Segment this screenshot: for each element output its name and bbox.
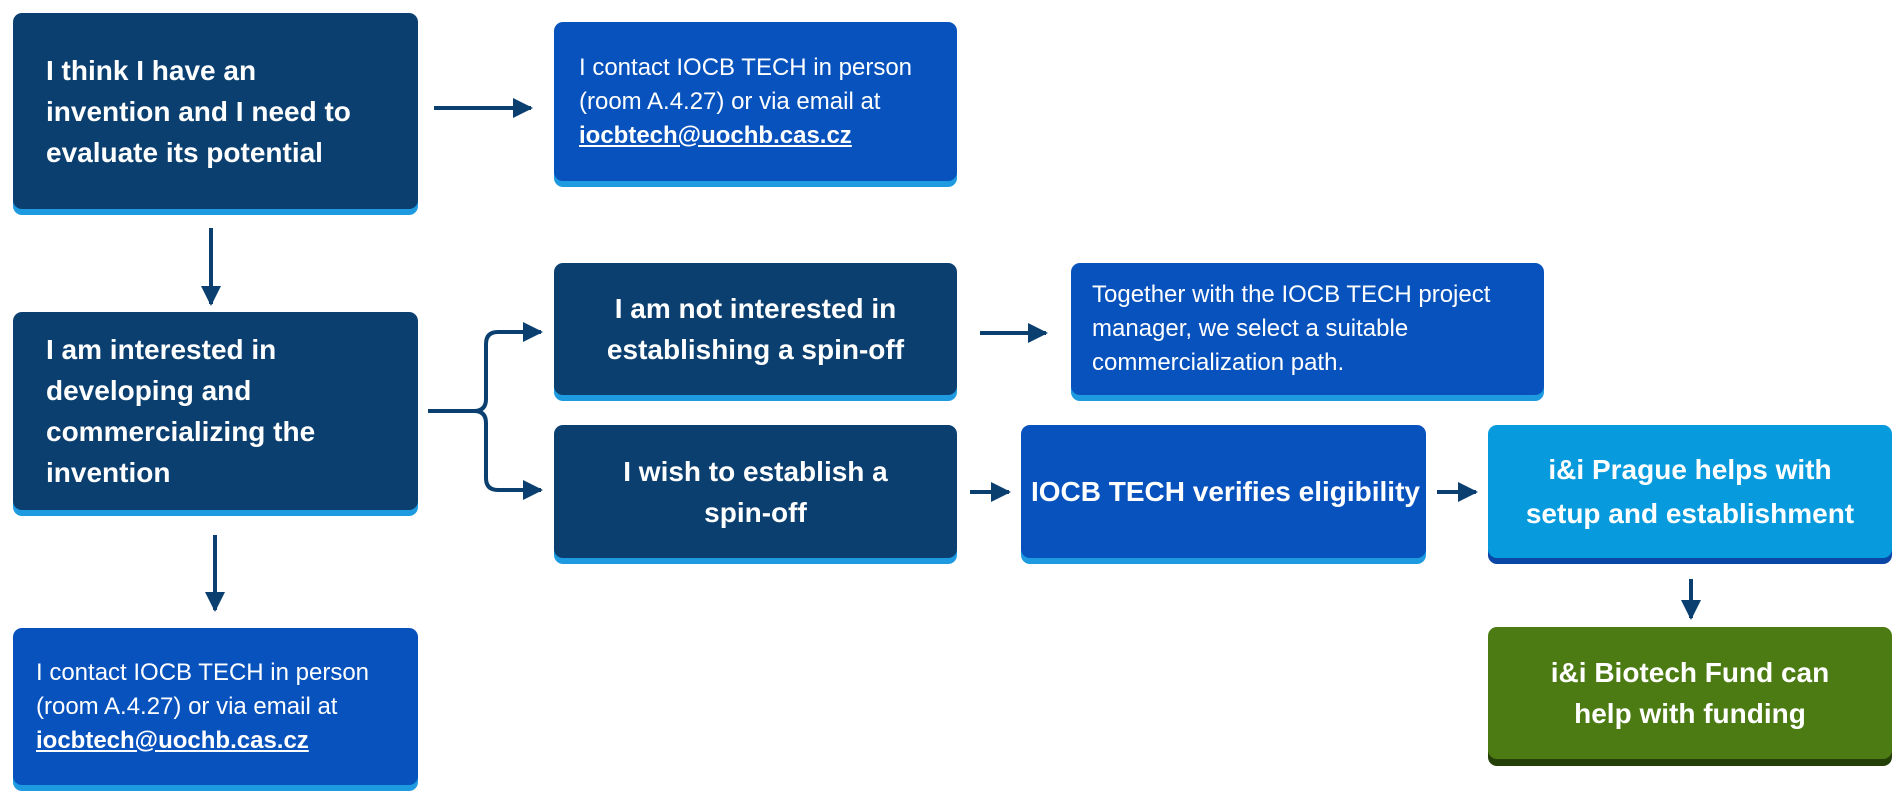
contact-bottom-line-1: I contact IOCB TECH in person xyxy=(36,658,370,686)
together-line-3: commercialization path. xyxy=(1092,349,1345,376)
not-spinoff-line-2: establishing a spin-off xyxy=(606,334,905,365)
prague-line-2: setup and establishment xyxy=(1525,497,1855,529)
interested-line-3: commercializing the xyxy=(46,416,316,447)
contact-bottom-line-2: (room A.4.27) or via email at xyxy=(36,692,338,720)
contact-box-bottom: I contact IOCB TECH in person (room A.4.… xyxy=(13,628,418,785)
together-line-1: Together with the IOCB TECH project xyxy=(1092,281,1491,308)
spinoff-box: I wish to establish a spin-off xyxy=(554,425,957,558)
interested-line-2: developing and xyxy=(46,375,252,406)
contact-top-line-2: (room A.4.27) or via email at xyxy=(579,87,881,115)
interested-line-1: I am interested in xyxy=(46,334,277,365)
interested-line-4: invention xyxy=(46,457,171,488)
fund-line-1: i&i Biotech Fund can xyxy=(1550,657,1830,688)
contact-box-top: I contact IOCB TECH in person (room A.4.… xyxy=(554,22,957,181)
fund-box: i&i Biotech Fund can help with funding xyxy=(1488,627,1892,759)
contact-top-line-1: I contact IOCB TECH in person xyxy=(579,53,913,81)
prague-box: i&i Prague helps with setup and establis… xyxy=(1488,425,1892,558)
spinoff-line-2: spin-off xyxy=(704,496,807,528)
together-line-2: manager, we select a suitable xyxy=(1092,315,1409,342)
together-box: Together with the IOCB TECH project mana… xyxy=(1071,263,1544,395)
not-spinoff-line-1: I am not interested in xyxy=(614,293,897,324)
invention-line-2: invention and I need to xyxy=(46,95,351,127)
verifies-box: IOCB TECH verifies eligibility xyxy=(1021,425,1426,558)
verifies-line-1: IOCB TECH verifies eligibility xyxy=(1031,476,1420,507)
invention-line-3: evaluate its potential xyxy=(46,136,323,168)
invention-line-1: I think I have an xyxy=(46,54,257,86)
prague-line-1: i&i Prague helps with xyxy=(1548,453,1832,485)
bracket-split xyxy=(428,330,541,490)
contact-top-email-link[interactable]: iocbtech@uochb.cas.cz xyxy=(579,121,852,149)
invention-box: I think I have an invention and I need t… xyxy=(13,13,418,209)
interested-box: I am interested in developing and commer… xyxy=(13,312,418,510)
fund-line-2: help with funding xyxy=(1574,698,1806,729)
not-spinoff-box: I am not interested in establishing a sp… xyxy=(554,263,957,395)
spinoff-line-1: I wish to establish a xyxy=(623,455,888,487)
contact-bottom-email-link[interactable]: iocbtech@uochb.cas.cz xyxy=(36,726,309,754)
